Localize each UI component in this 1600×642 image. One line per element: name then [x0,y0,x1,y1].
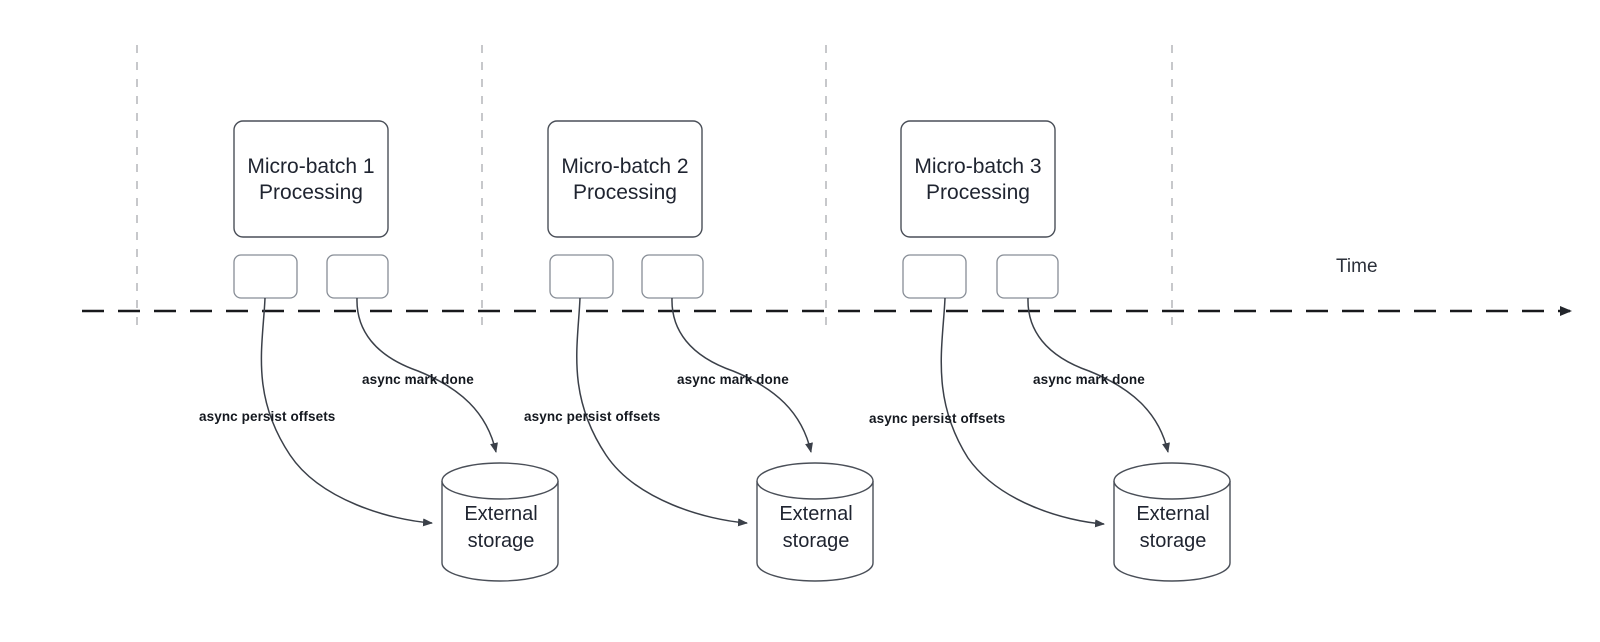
group-1-async-persist-offsets-edge [260,297,433,527]
group-3-mark-task-box[interactable] [996,254,1059,299]
group-2-async-persist-offsets-edge [576,297,748,527]
group-3-storage-cylinder[interactable] [1113,462,1231,582]
group-2-mark-task-box[interactable] [641,254,704,299]
group-1-mark-task-box[interactable] [326,254,389,299]
group-3-persist-task-box[interactable] [902,254,967,299]
timeline-guides [136,45,1173,326]
group-3-async-persist-offsets-edge [940,297,1105,528]
group-2-shapes [547,120,874,582]
group-1-storage-cylinder[interactable] [441,462,559,582]
group-1-async-mark-done-label: async mark done [362,372,474,387]
group-2-persist-task-box[interactable] [549,254,614,299]
micro-batch-3-box[interactable] [900,120,1056,238]
group-1-persist-task-box[interactable] [233,254,298,299]
time-axis-label: Time [1336,256,1378,277]
micro-batch-2-box[interactable] [547,120,703,238]
group-1-async-mark-done-edge [356,297,498,453]
group-2-storage-cylinder[interactable] [756,462,874,582]
group-1-async-persist-offsets-label: async persist offsets [199,409,336,424]
group-3-async-mark-done-label: async mark done [1033,372,1145,387]
group-3-async-mark-done-edge [1027,297,1170,453]
group-3-async-persist-offsets-label: async persist offsets [869,411,1006,426]
group-2-async-mark-done-label: async mark done [677,372,789,387]
group-2-async-persist-offsets-label: async persist offsets [524,409,661,424]
group-2-async-mark-done-edge [671,297,813,453]
group-3-shapes [900,120,1231,582]
group-1-shapes [233,120,559,582]
micro-batch-1-box[interactable] [233,120,389,238]
